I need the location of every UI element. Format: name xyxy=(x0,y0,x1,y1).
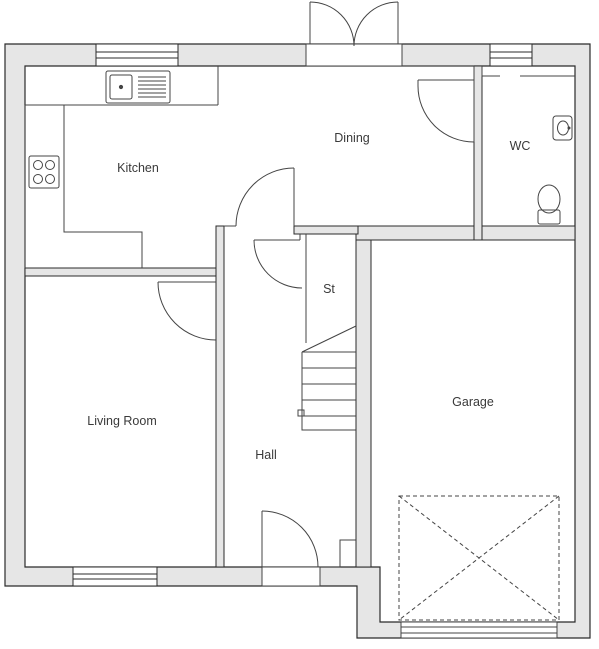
wall-kitchen-living xyxy=(24,267,218,277)
room-label-dining: Dining xyxy=(334,131,369,145)
room-label-store: St xyxy=(323,282,335,296)
interior-walls xyxy=(24,65,576,568)
room-label-hall: Hall xyxy=(255,448,277,462)
wall-hall-west xyxy=(215,225,225,568)
toilet-icon xyxy=(537,184,561,225)
wc-door xyxy=(417,80,475,143)
room-label-living: Living Room xyxy=(87,414,156,428)
wall-dining-wc xyxy=(473,65,483,241)
exterior-walls xyxy=(4,43,591,639)
sink-icon xyxy=(105,70,171,104)
wall-wc-garage xyxy=(355,225,576,241)
wall-hall-east xyxy=(355,225,372,568)
windows xyxy=(72,43,533,587)
kitchen-counter xyxy=(25,66,219,268)
front-door xyxy=(261,510,356,587)
room-label-garage: Garage xyxy=(452,395,494,409)
hob-icon xyxy=(28,155,60,189)
living-door xyxy=(157,281,217,341)
dining-partition xyxy=(293,65,475,226)
wc-inner-wall xyxy=(481,66,575,77)
kitchen-window xyxy=(95,43,179,67)
garage-door-icon xyxy=(398,495,560,639)
french-door-icon xyxy=(305,1,403,67)
basin-icon xyxy=(552,115,573,141)
living-window xyxy=(72,566,158,587)
hall-door-dining xyxy=(224,167,295,227)
wc-window xyxy=(489,43,533,67)
store-door xyxy=(253,234,307,343)
staircase xyxy=(297,325,357,431)
room-label-kitchen: Kitchen xyxy=(117,161,159,175)
room-label-wc: WC xyxy=(510,139,531,153)
wall-dining-hall xyxy=(293,225,359,235)
